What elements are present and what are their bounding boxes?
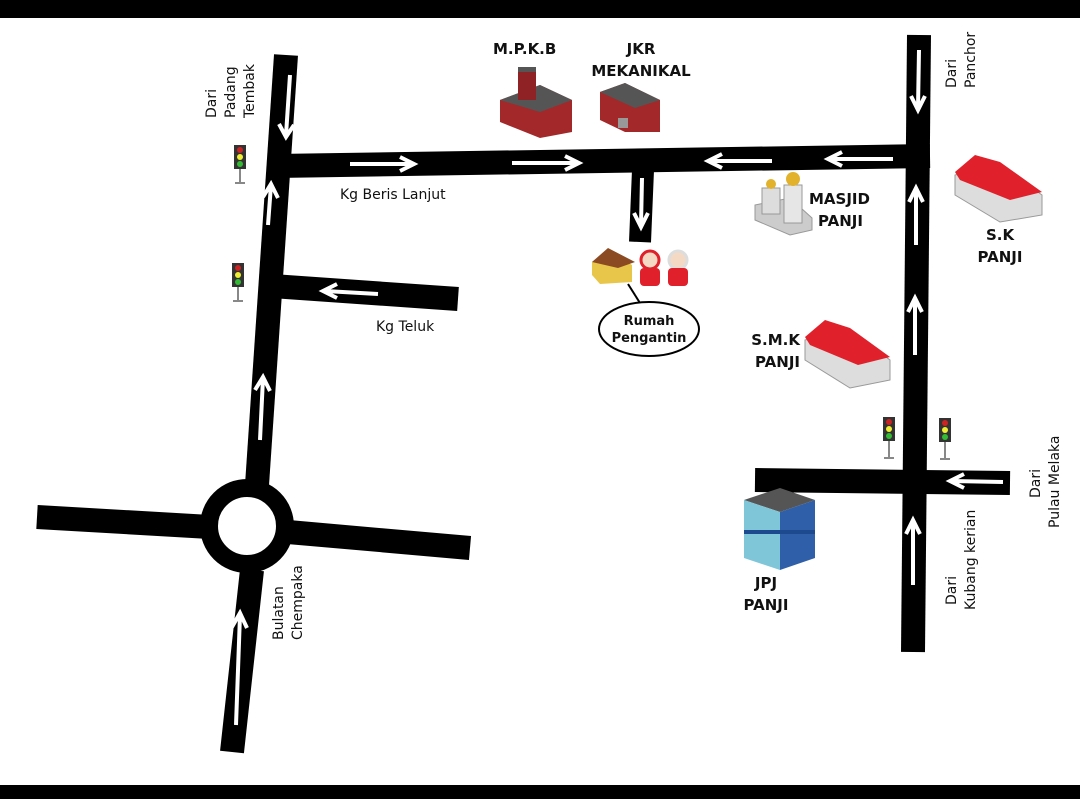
jpj-building-icon: [744, 488, 815, 570]
jkr-building-icon: [600, 83, 660, 132]
bride-groom-icon: [639, 249, 689, 286]
smk-school-icon: [804, 320, 891, 389]
label-mpkb: M.P.K.B: [493, 40, 556, 58]
buildings: [500, 67, 1043, 570]
road-west-arm: [36, 505, 211, 539]
top-border: [0, 0, 1080, 18]
traffic-light-icon: [939, 418, 951, 460]
rumah-house-icon: [592, 248, 635, 284]
sk-school-icon: [954, 155, 1043, 223]
road-east-arm: [286, 520, 472, 560]
traffic-light-icon: [234, 145, 246, 184]
roads: [36, 34, 1011, 754]
label-kg-beris-lanjut: Kg Beris Lanjut: [340, 187, 446, 203]
direction-arrows: [230, 49, 1004, 726]
traffic-light-icon: [883, 417, 895, 459]
roundabout: [200, 479, 294, 573]
traffic-light-icon: [232, 263, 244, 302]
speech-bubble: [598, 283, 700, 357]
mpkb-building-icon: [500, 67, 572, 138]
masjid-icon: [754, 172, 813, 236]
bottom-border: [0, 785, 1080, 799]
label-kg-teluk: Kg Teluk: [376, 319, 435, 335]
traffic-lights: [232, 145, 951, 460]
